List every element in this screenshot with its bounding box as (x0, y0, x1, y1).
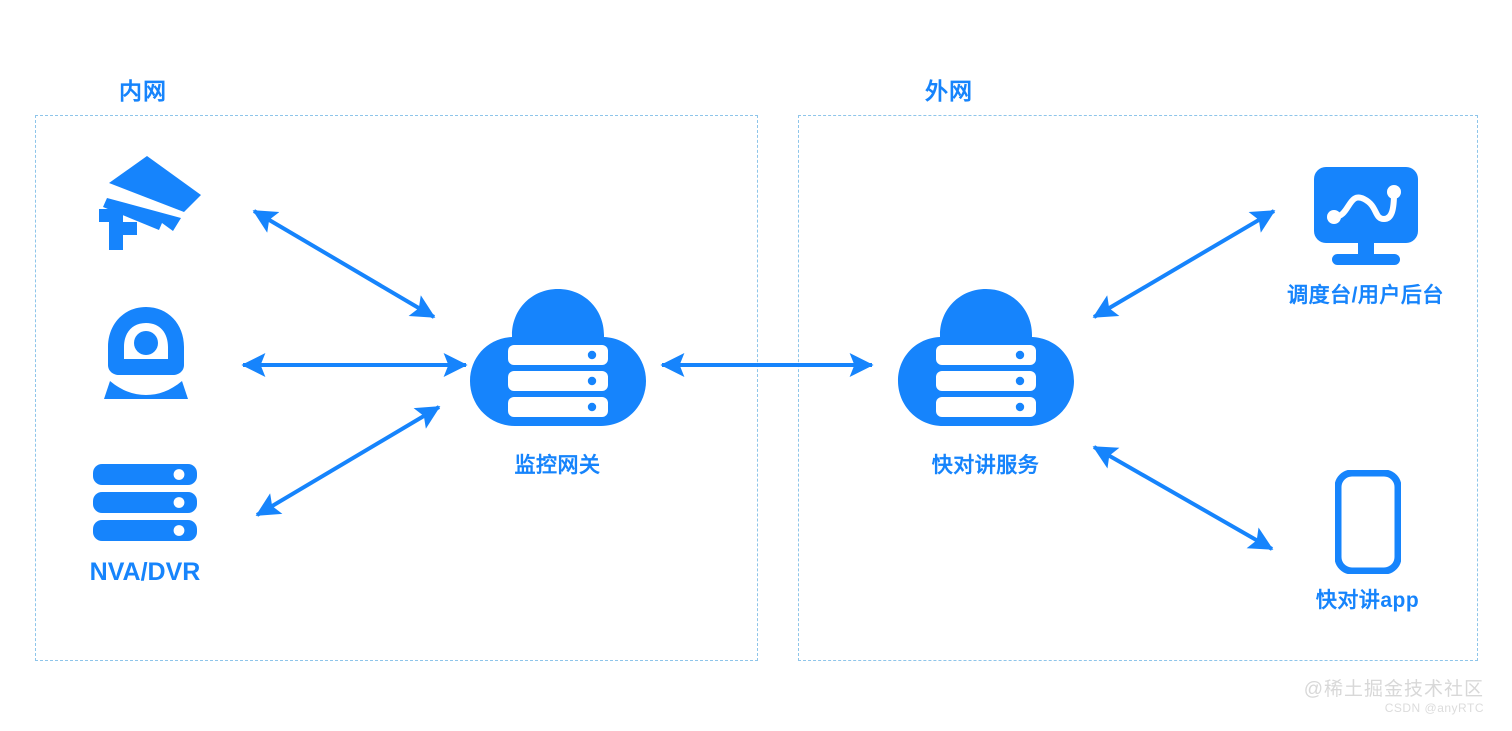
cloud-server-icon (897, 289, 1074, 426)
node-intercom-service[interactable]: 快对讲服务 (878, 285, 1093, 479)
ptz-dome-camera-icon (104, 307, 188, 399)
watermark-main: @稀土掘金技术社区 (1303, 678, 1484, 700)
node-label-console: 调度台/用户后台 (1287, 284, 1444, 307)
cctv-camera-icon (99, 156, 201, 250)
node-dispatch-console[interactable]: 调度台/用户后台 (1258, 165, 1473, 309)
node-intercom-app[interactable]: 快对讲app (1290, 470, 1445, 614)
zone-panel-intranet (35, 115, 758, 661)
node-ptz-camera[interactable] (86, 305, 206, 401)
cloud-server-icon (469, 289, 646, 426)
zone-label-extranet: 外网 (925, 78, 973, 104)
node-label-nvr: NVA/DVR (89, 558, 201, 586)
watermark: @稀土掘金技术社区 CSDN @anyRTC (1304, 679, 1484, 717)
node-nvr-dvr[interactable]: NVA/DVR (60, 462, 230, 587)
server-stack-icon (93, 464, 197, 541)
smartphone-icon (1334, 470, 1401, 574)
node-cctv-camera[interactable] (66, 150, 226, 250)
zone-panel-extranet (798, 115, 1478, 661)
zone-label-intranet: 内网 (119, 78, 167, 104)
node-monitor-gateway[interactable]: 监控网关 (450, 285, 665, 479)
monitor-chart-icon (1313, 167, 1418, 265)
node-label-app: 快对讲app (1315, 589, 1420, 612)
node-label-gateway: 监控网关 (514, 454, 601, 477)
watermark-sub: CSDN @anyRTC (1384, 701, 1484, 716)
node-label-service: 快对讲服务 (931, 454, 1040, 477)
